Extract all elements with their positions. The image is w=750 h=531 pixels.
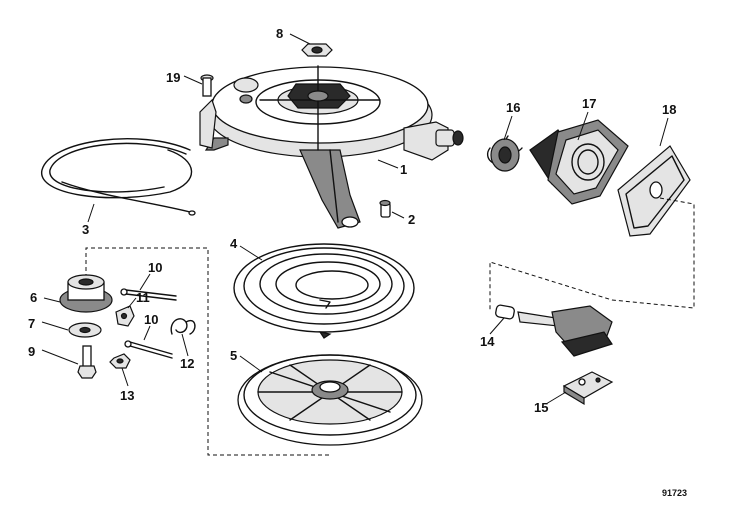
pawl-spring xyxy=(170,318,196,335)
callout-14: 14 xyxy=(480,334,495,349)
callout-18: 18 xyxy=(662,102,676,117)
callout-19: 19 xyxy=(166,70,180,85)
recoil-spring xyxy=(233,243,415,339)
cam-spool xyxy=(59,274,113,313)
callout-6: 6 xyxy=(30,290,37,305)
callout-10-lower: 10 xyxy=(144,312,158,327)
callout-13: 13 xyxy=(120,388,134,403)
callout-1: 1 xyxy=(400,162,407,177)
callout-labels: 8 19 1 2 3 4 5 6 7 9 10 11 10 12 13 14 1… xyxy=(28,26,676,415)
callout-15: 15 xyxy=(534,400,548,415)
rope-pulley xyxy=(237,354,423,446)
callout-11: 11 xyxy=(136,290,150,305)
starter-handle xyxy=(495,304,613,357)
link-lower xyxy=(124,340,173,359)
link-upper xyxy=(120,288,177,301)
pulley-parts-group-outline xyxy=(85,247,330,456)
rope-guide xyxy=(529,119,629,205)
callout-8: 8 xyxy=(276,26,283,41)
housing-bolt xyxy=(200,74,214,97)
starter-housing xyxy=(199,65,464,229)
callout-3: 3 xyxy=(82,222,89,237)
pulley-screw xyxy=(77,345,97,379)
callout-17: 17 xyxy=(582,96,596,111)
guide-plate xyxy=(617,145,691,237)
washer-large xyxy=(68,322,102,338)
callout-9: 9 xyxy=(28,344,35,359)
callout-5: 5 xyxy=(230,348,237,363)
pawl xyxy=(115,305,135,327)
handle-spring xyxy=(486,135,523,172)
leader-lines xyxy=(41,33,669,405)
callout-12: 12 xyxy=(180,356,194,371)
figure-number: 91723 xyxy=(662,488,687,498)
top-nut xyxy=(301,43,333,57)
callout-10-upper: 10 xyxy=(148,260,162,275)
handle-alignment-outline xyxy=(489,197,695,310)
small-pin xyxy=(379,199,391,218)
callout-16: 16 xyxy=(506,100,520,115)
handle-clip xyxy=(562,371,614,406)
small-nut xyxy=(109,353,131,369)
callout-2: 2 xyxy=(408,212,415,227)
callout-7: 7 xyxy=(28,316,35,331)
starter-rope xyxy=(41,138,196,216)
callout-4: 4 xyxy=(230,236,238,251)
